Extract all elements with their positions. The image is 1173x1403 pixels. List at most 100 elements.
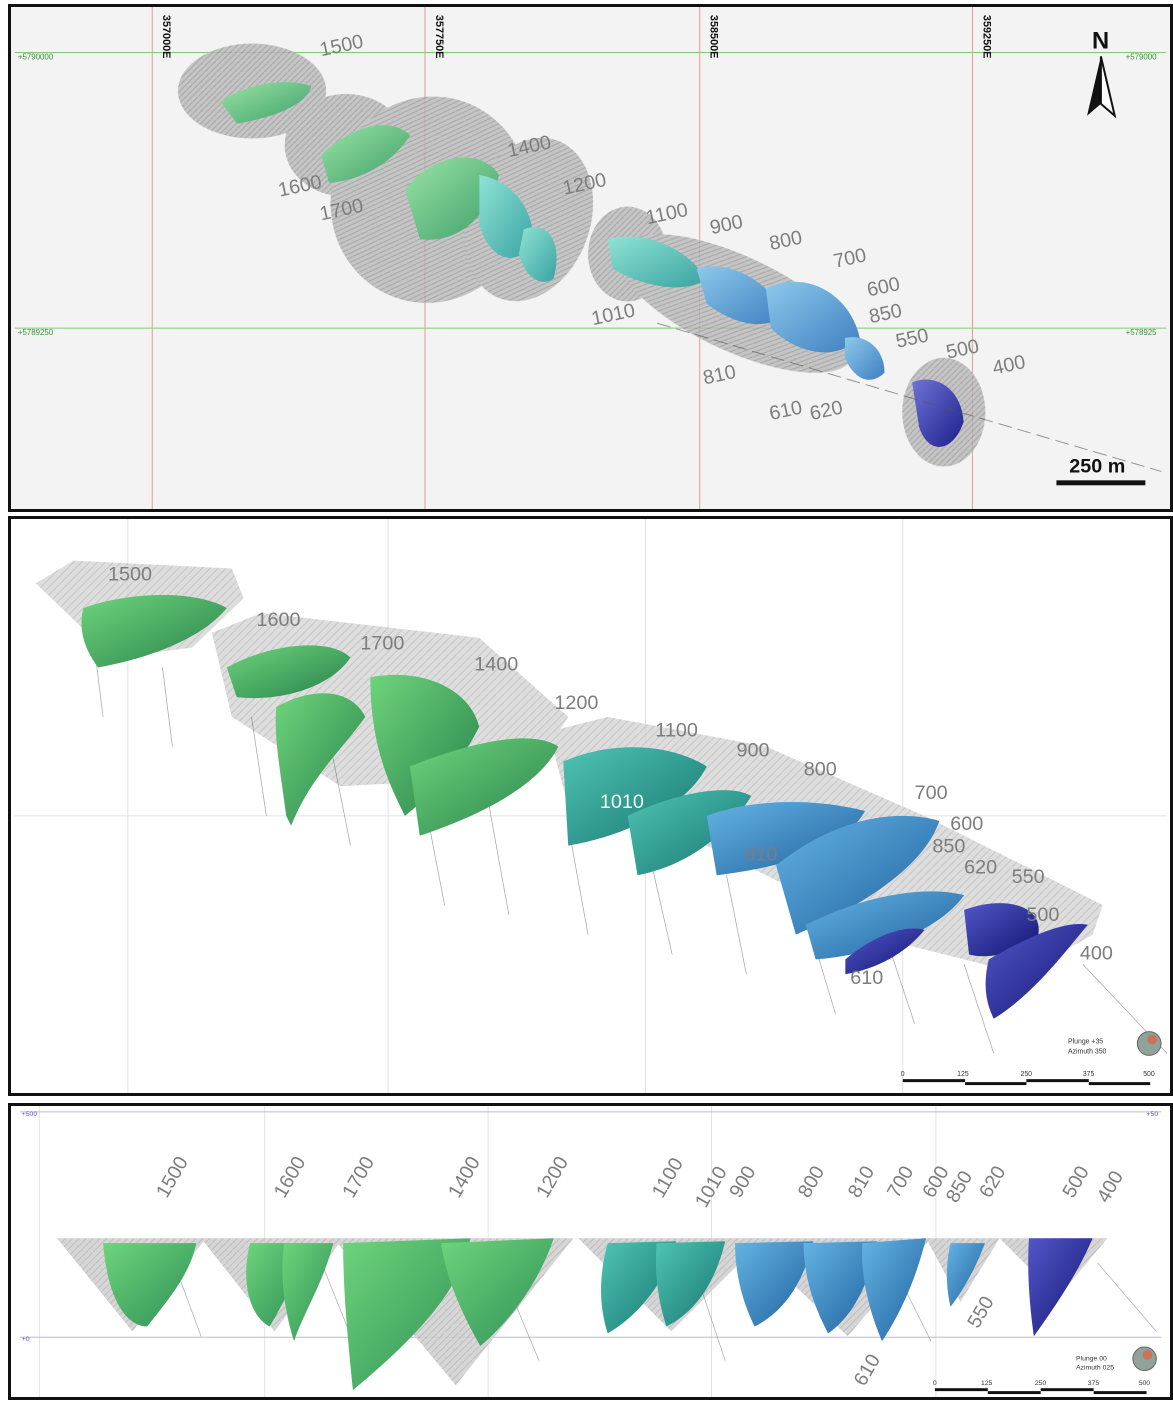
pit-label: 700 (915, 782, 948, 804)
orebody (370, 674, 480, 816)
pit-label: 700 (832, 244, 869, 272)
pit-label: 800 (794, 1162, 829, 1201)
pit-label: 810 (744, 843, 777, 865)
pit-label: 800 (804, 758, 837, 780)
orebody (655, 1241, 726, 1327)
scale-tick: 0 (933, 1380, 937, 1387)
plan-view-panel: 357000E 357750E 358500E 359250E +5790000… (8, 4, 1173, 512)
azimuth-label: Azimuth 025 (1076, 1365, 1114, 1372)
orebody (607, 236, 707, 288)
pit-label: 620 (964, 856, 997, 878)
orebody (321, 125, 411, 183)
oblique-view-canvas: 1500 1600 1700 1400 1200 1100 900 800 10… (14, 519, 1168, 1093)
pit-label: 800 (767, 227, 804, 255)
scale-label: 250 m (1069, 455, 1125, 477)
pit-label: 1600 (270, 1153, 311, 1202)
scale-bar: 0 125 250 375 500 (933, 1380, 1151, 1395)
scale-tick: 125 (957, 1071, 969, 1078)
orebody (405, 157, 500, 240)
pit-label: 610 (767, 397, 804, 425)
northing-label: +5790000 (18, 52, 54, 61)
pit-label: 400 (991, 351, 1028, 379)
pit-label: 500 (1058, 1162, 1093, 1201)
orebody (563, 747, 707, 846)
orebody (479, 174, 534, 258)
pit-label: 1400 (444, 1153, 485, 1202)
orebody (282, 1243, 334, 1342)
scale-bar: 250 m (1056, 455, 1146, 486)
pit-label: 1100 (644, 199, 690, 229)
pit-label: 550 (894, 324, 931, 352)
pit-label: 610 (850, 967, 883, 989)
scale-tick: 250 (1021, 1071, 1033, 1078)
plunge-label: Plunge +35 (1068, 1039, 1103, 1046)
plunge-label: Plunge 00 (1076, 1356, 1107, 1363)
oblique-view-panel: 1500 1600 1700 1400 1200 1100 900 800 10… (8, 516, 1173, 1096)
section-view-canvas: +500 +0 +50 (19, 1106, 1162, 1397)
orebody (912, 379, 964, 447)
orebodies (81, 595, 1088, 1019)
pit-label: 810 (844, 1162, 879, 1201)
section-view-panel: +500 +0 +50 (8, 1103, 1173, 1400)
pit-label: 620 (808, 397, 845, 425)
pit-label: 1500 (108, 563, 152, 585)
orebody (845, 928, 925, 975)
orebody (862, 1238, 927, 1342)
scale-tick: 125 (981, 1380, 993, 1387)
pit-label: 850 (932, 836, 965, 858)
pit-label: 550 (1012, 866, 1045, 888)
orebody (805, 891, 965, 960)
pit-label: 1500 (152, 1153, 193, 1202)
pit-label: 1400 (474, 653, 518, 675)
scale-tick: 0 (901, 1071, 905, 1078)
orebody (706, 801, 866, 876)
pit-label: 1010 (589, 299, 637, 330)
pit-label: 550 (963, 1293, 998, 1332)
pit-label: 900 (736, 740, 769, 762)
drill-trace (657, 322, 1162, 472)
pit-label: 1200 (554, 692, 598, 714)
orebody (735, 1241, 814, 1327)
orebody (409, 738, 559, 836)
pit-label: 610 (850, 1350, 885, 1389)
northing-label-right: +579000 (1126, 52, 1158, 61)
orebody (343, 1238, 471, 1391)
north-arrow-icon: N (1087, 29, 1117, 119)
orebody (696, 266, 786, 325)
orebody (985, 923, 1088, 1019)
easting-label: 359250E (980, 15, 992, 58)
pit-label: 900 (708, 211, 745, 239)
elevation-label: +500 (22, 1111, 38, 1118)
orebodies (103, 1238, 1093, 1391)
pit-label: 500 (1026, 904, 1059, 926)
scale-tick: 375 (1088, 1380, 1100, 1387)
northing-label-right: +578925 (1126, 328, 1158, 337)
pit-label: 1600 (276, 171, 324, 202)
easting-label: 357000E (160, 15, 172, 58)
orebody (81, 595, 227, 668)
scale-tick: 500 (1139, 1380, 1151, 1387)
pit-label: 600 (950, 813, 983, 835)
orebodies (220, 82, 964, 447)
scale-tick: 375 (1083, 1071, 1095, 1078)
orebody (1028, 1238, 1093, 1337)
orebody (803, 1241, 878, 1334)
northing-label: +5789250 (18, 328, 54, 337)
pit-label: 400 (1093, 1167, 1128, 1206)
orebody (103, 1243, 197, 1327)
scale-bar: 0 125 250 375 500 (901, 1071, 1155, 1086)
pit-label: 600 (865, 273, 902, 301)
scale-tick: 500 (1143, 1071, 1155, 1078)
pit-label: 1700 (338, 1153, 379, 1202)
orebody (844, 337, 885, 380)
elevation-label: +0 (22, 1336, 30, 1343)
pit-label: 850 (867, 300, 904, 328)
easting-label: 357750E (433, 15, 445, 58)
north-label: N (1092, 29, 1109, 55)
pit-label: 620 (975, 1162, 1010, 1201)
orebody (776, 815, 940, 935)
orebody (627, 790, 752, 876)
view-orientation: Plunge +35 Azimuth 350 (1068, 1031, 1162, 1056)
pit-label: 1500 (318, 31, 366, 62)
orebody (518, 227, 557, 282)
